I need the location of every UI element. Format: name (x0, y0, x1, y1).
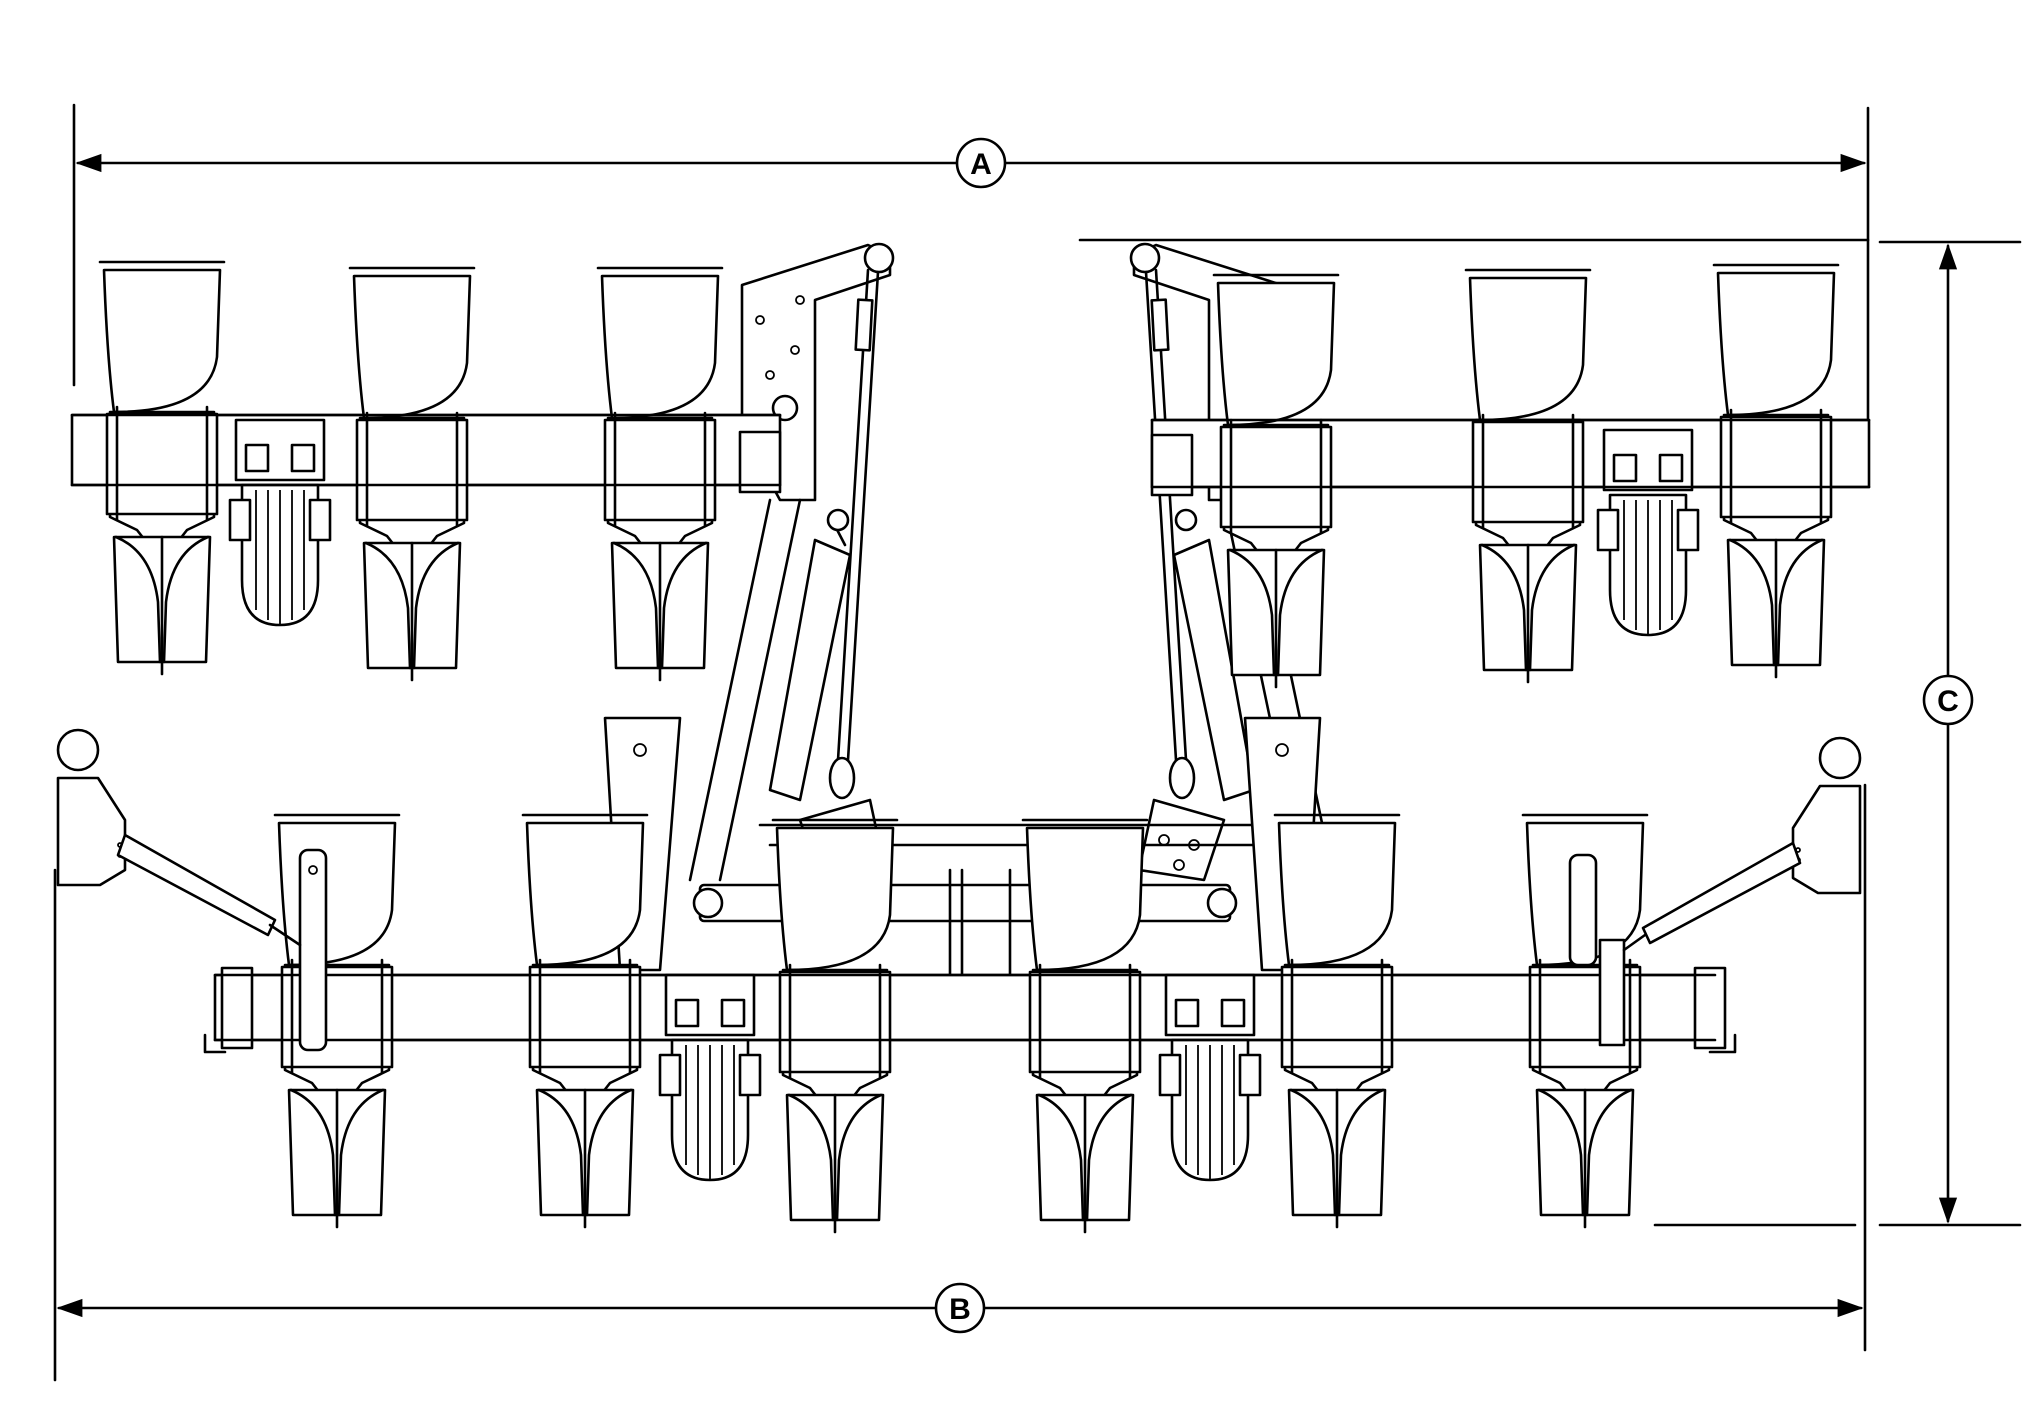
dimension-c: C (1078, 238, 2022, 1227)
row-unit (1464, 268, 1592, 684)
dimension-b-label: B (949, 1293, 971, 1326)
dimension-c-label: C (1937, 685, 1959, 718)
front-toolbar-strip (213, 973, 1717, 1042)
marker-disc-icon (56, 728, 100, 772)
row-unit (1273, 813, 1401, 1229)
right-row-marker (1568, 736, 1862, 1047)
dimension-a: A (72, 103, 1870, 422)
row-unit (521, 813, 649, 1229)
dimension-b-bubble (934, 1282, 986, 1334)
dimension-a-label: A (970, 148, 992, 181)
dimension-c-bubble (1922, 674, 1974, 726)
front-toolbar (203, 966, 1737, 1054)
rear-toolbar (70, 413, 1871, 497)
row-unit (348, 266, 476, 682)
gauge-wheel (228, 418, 332, 627)
row-unit (1212, 273, 1340, 689)
row-unit (1712, 263, 1840, 679)
left-row-marker (56, 728, 328, 1052)
row-unit (98, 260, 226, 676)
rear-toolbar-clamps (70, 413, 1871, 489)
gauge-wheel (1158, 973, 1262, 1182)
gauge-wheel (1596, 428, 1700, 637)
row-unit (771, 818, 899, 1234)
rear-row-units (98, 260, 1840, 689)
row-unit (596, 266, 724, 682)
row-unit (273, 813, 401, 1229)
row-unit (1021, 818, 1149, 1234)
marker-disc-icon (1818, 736, 1862, 780)
dimension-a-bubble (955, 137, 1007, 189)
dimension-b: B (53, 783, 1867, 1382)
gauge-wheel (658, 973, 762, 1182)
